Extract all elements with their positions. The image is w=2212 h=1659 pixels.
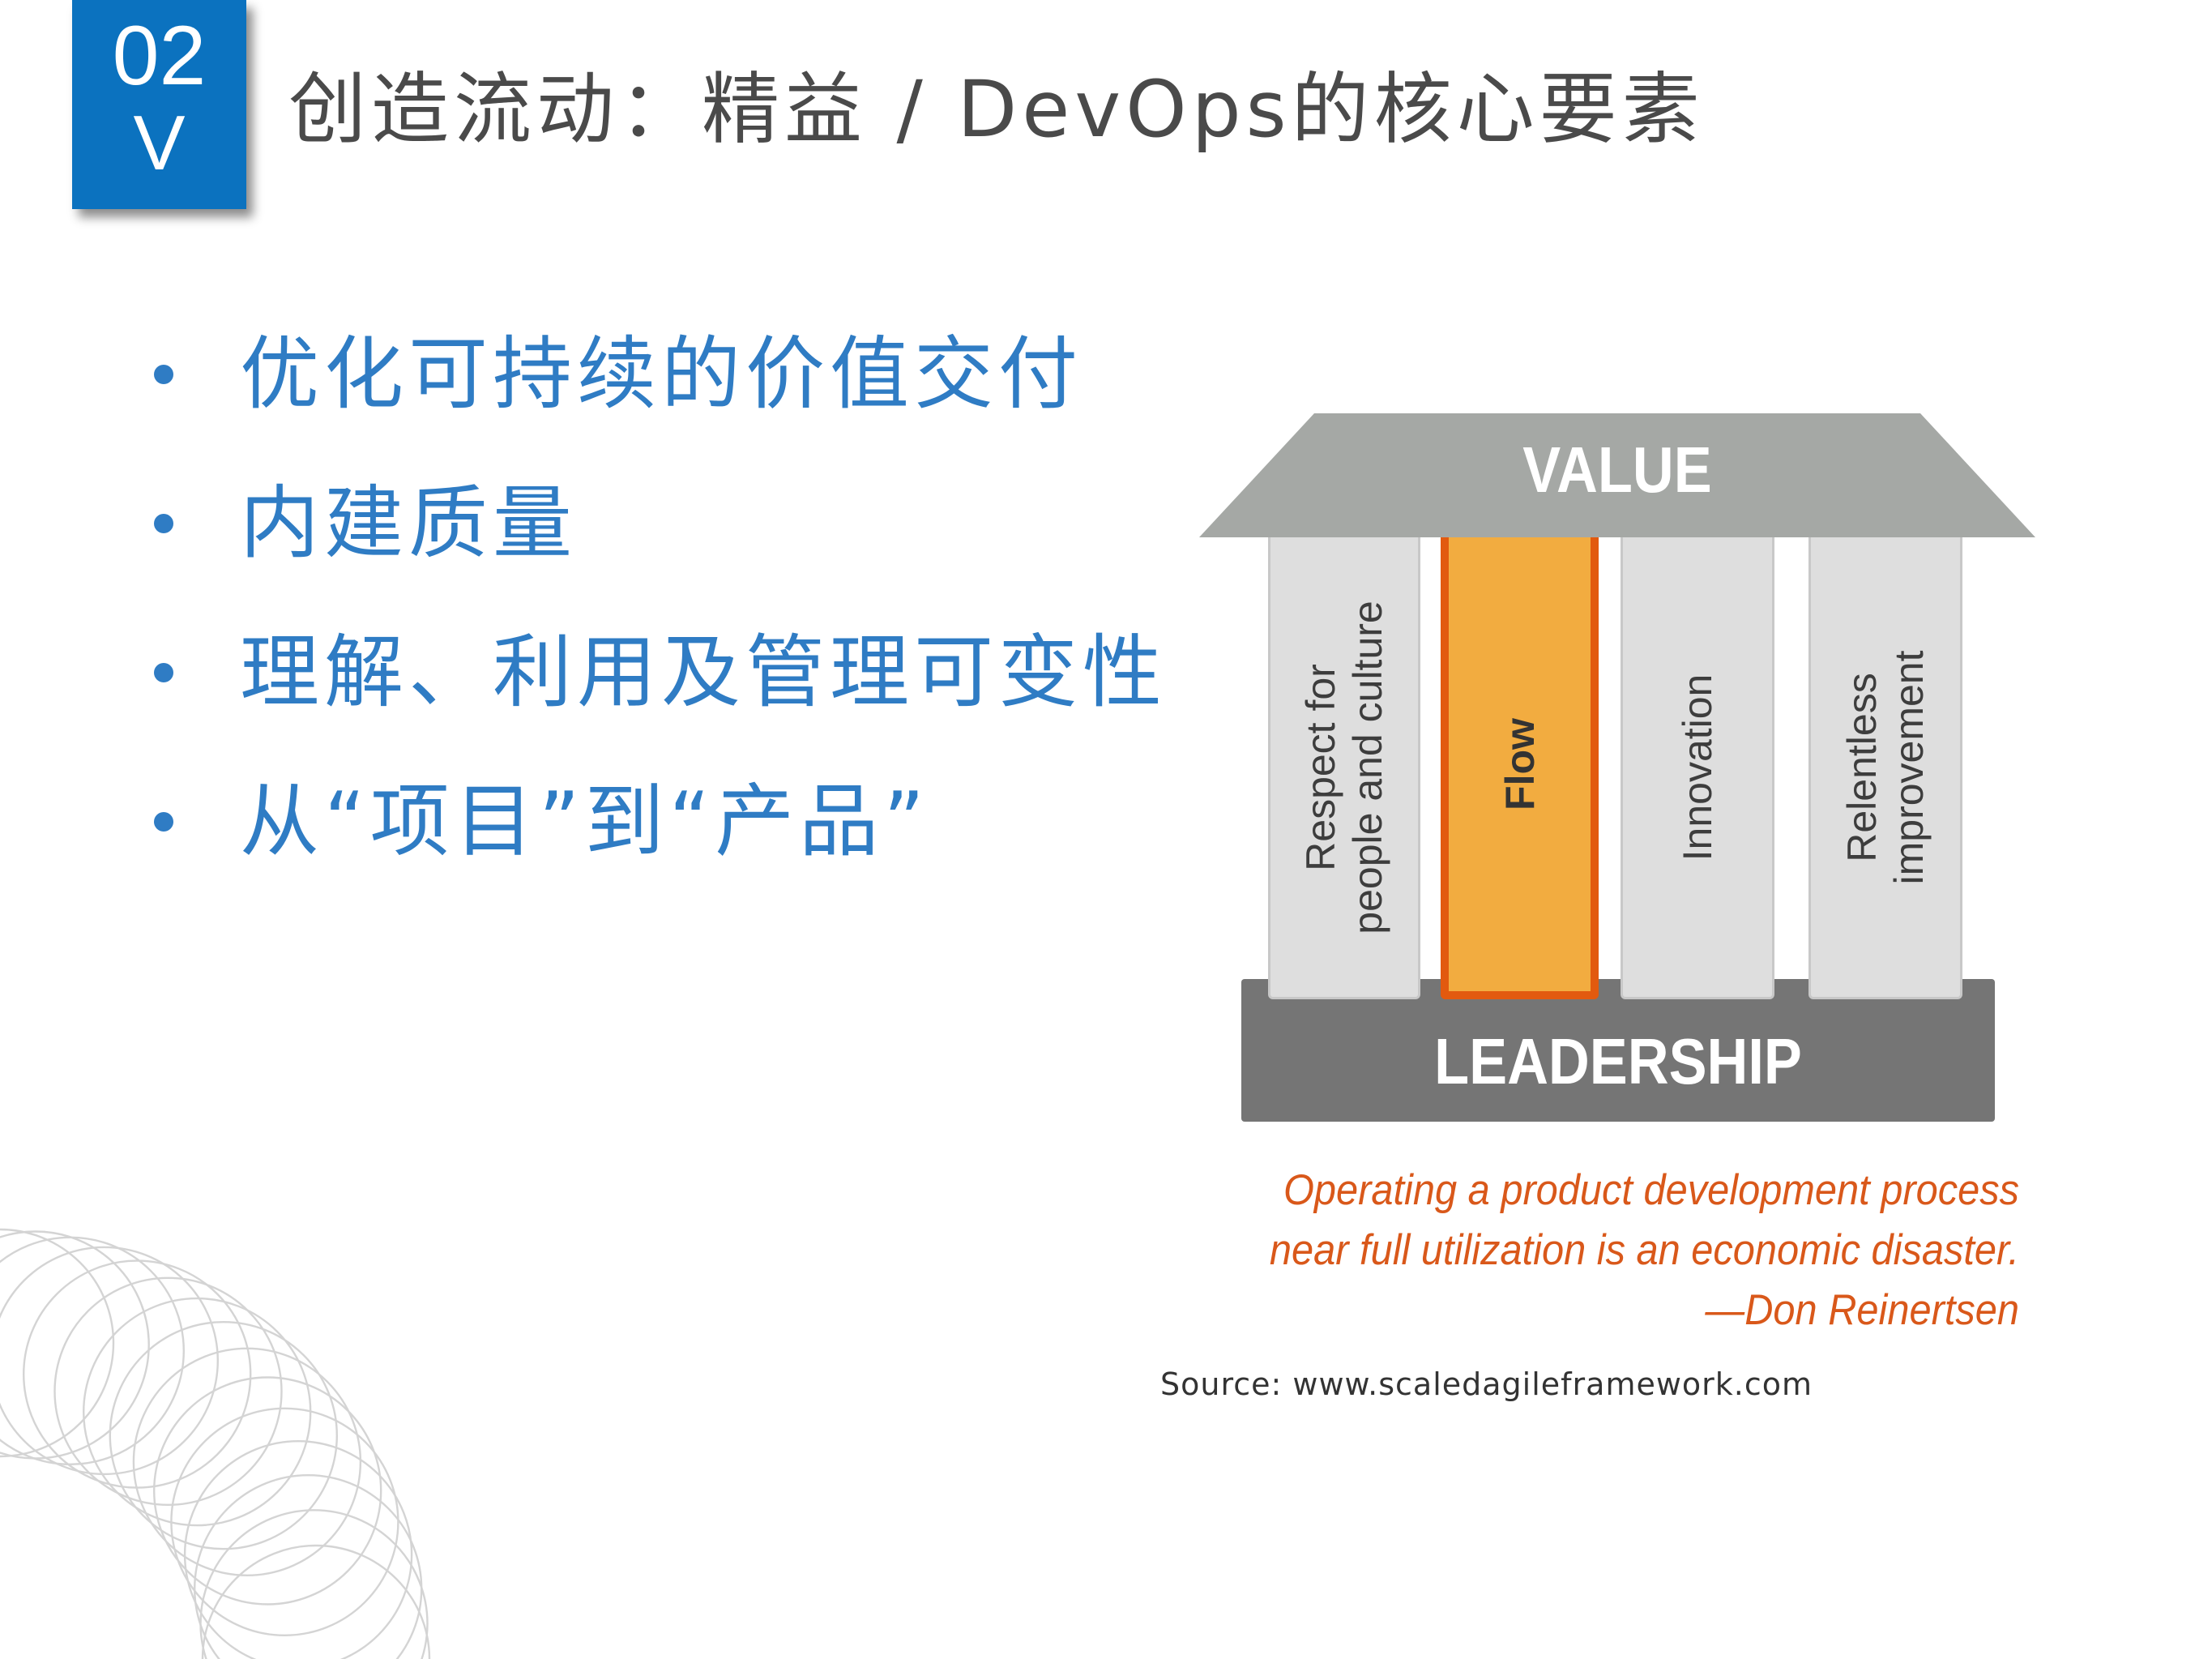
bullet-list: 优化可持续的价值交付 内建质量 理解、利用及管理可变性 从“项目”到“产品” [154,300,1167,896]
bullet-item: 内建质量 [154,449,1167,598]
quote-line-1: Operating a product development process [1283,1166,2019,1214]
bullet-dot-icon [154,514,173,533]
roof-label: VALUE [1522,434,1712,506]
leadership-base [1241,979,1995,1122]
section-badge: 02 V [72,0,246,209]
bullet-dot-icon [154,663,173,682]
pillar-label-line2: improvement [1886,650,1932,884]
pillar-label-line2: people and culture [1345,600,1390,934]
pillar-relentless-improvement: Relentless improvement [1808,537,1962,999]
value-roof [1199,413,2035,537]
section-letter: V [133,100,186,186]
bullet-text: 理解、利用及管理可变性 [240,626,1168,719]
section-number: 02 [112,9,207,103]
bullet-dot-icon [154,365,173,384]
bullet-text: 优化可持续的价值交付 [240,328,1083,421]
bullet-text: 内建质量 [240,477,578,570]
page-title: 创造流动：精益 / DevOps的核心要素 [288,64,1705,155]
bullet-item: 理解、利用及管理可变性 [154,598,1167,747]
source-credit: Source: www.scaledagileframework.com [1160,1366,1813,1402]
bullet-item: 从“项目”到“产品” [154,747,1167,896]
decorative-ring-pattern [0,1228,431,1659]
bullet-dot-icon [154,812,173,832]
pillar-respect: Respect for people and culture [1268,537,1420,999]
pillar-label: Innovation [1675,673,1720,861]
quote-attribution: —Don Reinertsen [1705,1286,2019,1334]
pillar-flow: Flow [1441,537,1599,999]
pillar-label: Relentless improvement [1838,650,1932,884]
bullet-text: 从“项目”到“产品” [240,776,930,868]
pillar-label: Flow [1497,718,1543,810]
base-label: LEADERSHIP [1434,1025,1802,1097]
pillar-label-line1: Respect for [1298,663,1343,871]
quote-block: Operating a product development process … [1235,1161,2019,1340]
quote-line-2: near full utilization is an economic dis… [1269,1226,2019,1274]
pillar-label-line1: Relentless [1839,672,1885,862]
pillar-label: Respect for people and culture [1297,601,1391,934]
pillar-innovation: Innovation [1621,537,1774,999]
bullet-item: 优化可持续的价值交付 [154,300,1167,449]
